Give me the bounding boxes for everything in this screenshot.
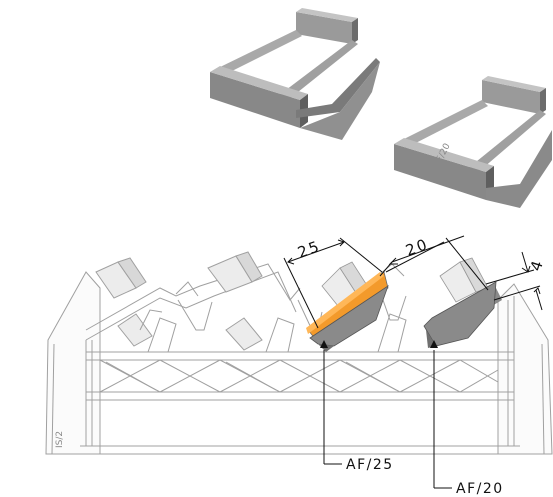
spacer-af20-mounted	[423, 257, 502, 348]
spacer-af25-mounted	[306, 261, 389, 352]
dimension-25-label: 25	[295, 237, 323, 262]
bracket-3d-af25	[210, 8, 380, 140]
bracket-3d-af20: AF/20	[394, 76, 552, 208]
callout-leaders	[323, 350, 452, 489]
callout-af25-label: AF/25	[346, 457, 394, 473]
dimension-lines	[283, 235, 543, 329]
dimension-20-label: 20	[403, 235, 431, 260]
dimension-4-label: 4	[527, 257, 548, 274]
conveyor-frame	[45, 251, 553, 455]
callout-arrowheads	[320, 340, 438, 348]
frame-label: IS/2	[55, 431, 65, 448]
callout-af20-label: AF/20	[456, 481, 504, 497]
